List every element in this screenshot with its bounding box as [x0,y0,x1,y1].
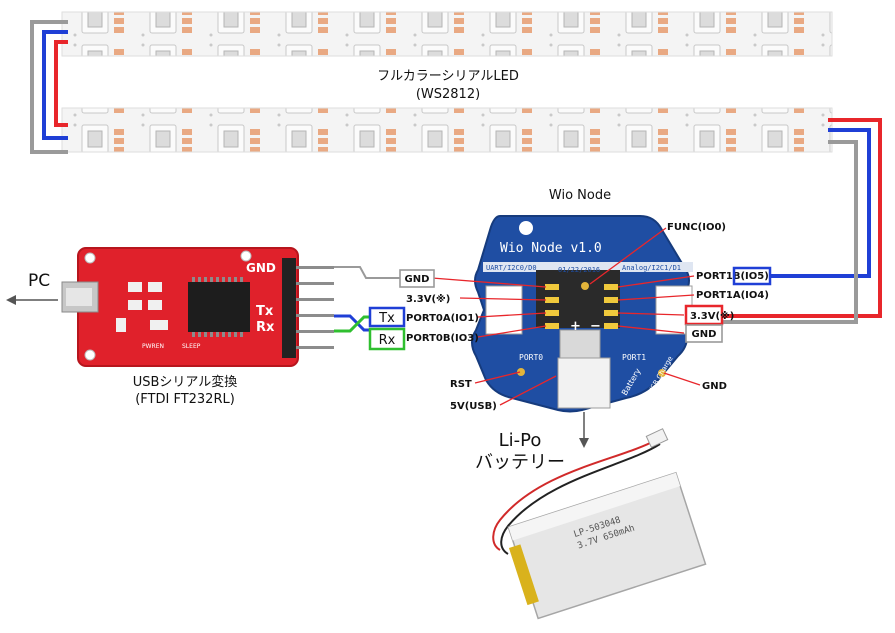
ftdi-board: GND Tx Rx PWREN SLEEP [61,247,299,367]
v5usb-label: 5V(USB) [450,401,497,412]
ftdi-header-pins [296,266,334,349]
led-strip-top [61,11,833,57]
rx-box [368,327,406,351]
wio-plus-label: + [570,319,581,334]
pc-label: PC [28,271,50,291]
gnd-left-box [399,269,435,288]
strip-to-wio-wires [722,118,882,324]
battery-label-line1: Li-Po [499,430,542,451]
battery-arrow-head [579,438,589,448]
ftdi-sleep-label: SLEEP [182,343,201,350]
ftdi-gnd-wire [334,266,400,279]
rst-label: RST [450,379,472,390]
v33-left-label: 3.3V(※) [406,293,450,305]
wio-node-board: Wio Node v1.0 01/22/2016 UART/I2C0/D0 An… [471,215,693,413]
tx-rx-crossover [334,314,370,333]
strip-jumper-wires [30,20,68,154]
wio-port0-label: PORT0 [519,353,543,362]
port1a-label: PORT1A(IO4) [696,290,769,301]
v33-right-label: 3.3V(※) [690,310,734,322]
wio-port0-connector [485,285,523,335]
port0b-label: PORT0B(IO3) [406,333,479,344]
wio-board-date: 01/22/2016 [558,266,600,274]
tx-box-label: Tx [378,311,395,326]
rx-box-label: Rx [379,333,396,348]
ftdi-gnd-label: GND [246,261,276,275]
wio-node-title: Wio Node [549,188,611,203]
tx-box [368,306,406,328]
led-strip-model: (WS2812) [416,87,480,102]
wio-port1-label: PORT1 [622,353,646,362]
ftdi-tx-label: Tx [256,304,274,319]
pin-pointer-lines [431,227,701,406]
wio-minus-label: − [590,319,601,334]
usb-serial-title: USBシリアル変換 [133,374,238,390]
func-label: FUNC(IO0) [667,222,726,233]
gnd-right-box [685,324,723,343]
gnd-left-label: GND [405,274,430,285]
pc-arrow-head [6,295,16,305]
ftdi-pwren-label: PWREN [142,343,164,350]
port1b-box [732,266,772,286]
port0a-label: PORT0A(IO1) [406,313,479,324]
wio-left-header: UART/I2C0/D0 [486,264,537,272]
ftdi-rx-label: Rx [256,320,275,335]
port1b-label: PORT1B(IO5) [696,271,769,282]
gnd-right-label: GND [692,329,717,340]
usb-serial-model: (FTDI FT232RL) [135,392,235,407]
led-strip-title: フルカラーシリアルLED [377,69,519,84]
wio-right-header: Analog/I2C1/D1 [622,264,681,272]
lipo-battery: LP-503048 3.7V 650mAh [492,428,707,620]
v33-right-box [684,304,724,326]
wio-board-name: Wio Node v1.0 [500,241,602,256]
led-strip-bottom [61,107,833,153]
gnd-bottom-label: GND [702,381,727,392]
battery-label-line2: バッテリー [475,452,565,473]
